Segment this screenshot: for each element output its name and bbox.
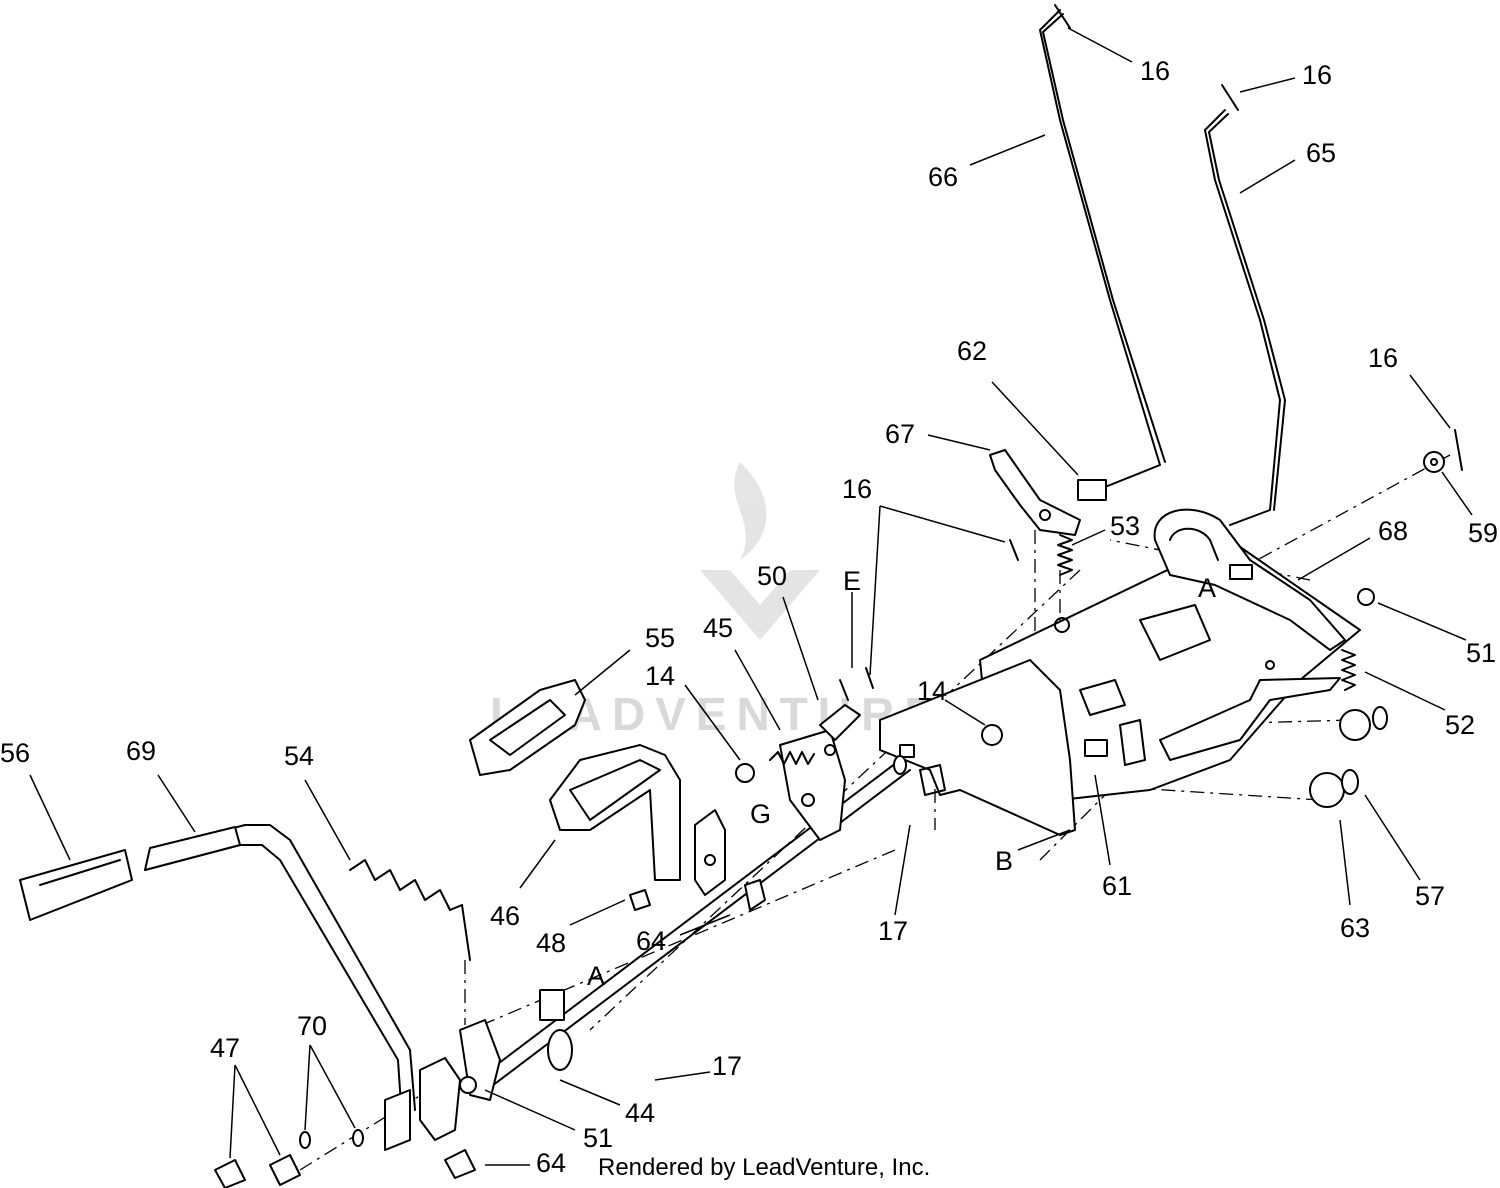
shaft-44	[469, 755, 911, 1096]
callout-67: 67	[885, 419, 915, 449]
leader-lines	[29, 27, 1473, 1166]
callout-47: 47	[210, 1033, 240, 1063]
callout-E: E	[843, 566, 861, 596]
callout-50: 50	[757, 561, 787, 591]
callout-A-lower: A	[587, 961, 605, 991]
callout-labels: 16 16 66 65 62 67 53 16 59 68 A 51 52 E …	[0, 56, 1498, 1178]
callout-61: 61	[1102, 871, 1132, 901]
callout-44: 44	[625, 1098, 655, 1128]
link-plate	[629, 809, 766, 911]
callout-48: 48	[536, 928, 566, 958]
callout-54: 54	[284, 741, 314, 771]
pedal-pad-55	[469, 679, 586, 776]
callout-66: 66	[928, 162, 958, 192]
callout-64-upper: 64	[636, 926, 666, 956]
grip-56	[19, 849, 133, 921]
callout-A-upper: A	[1198, 573, 1216, 603]
spring-54	[349, 859, 471, 961]
pedal-46	[549, 744, 681, 881]
callout-51-lower: 51	[583, 1123, 613, 1153]
bolt-50	[819, 704, 861, 741]
callout-51-right: 51	[1466, 638, 1496, 668]
control-rod-65	[1204, 84, 1286, 526]
callout-63: 63	[1340, 913, 1370, 943]
lever-69	[144, 824, 416, 1151]
callout-14-left: 14	[645, 661, 675, 691]
callout-65: 65	[1306, 138, 1336, 168]
linkage-arm-61	[1084, 677, 1341, 766]
callout-16-top-left: 16	[1140, 56, 1170, 86]
spring-52	[1341, 649, 1356, 691]
callout-59: 59	[1468, 518, 1498, 548]
callout-14-right: 14	[917, 676, 947, 706]
hardware-right	[1309, 451, 1445, 808]
callout-57: 57	[1415, 881, 1445, 911]
callout-70: 70	[297, 1011, 327, 1041]
callout-69: 69	[126, 736, 156, 766]
watermark-logo	[700, 462, 820, 640]
callout-17-upper: 17	[878, 916, 908, 946]
callout-62: 62	[957, 336, 987, 366]
nuts-14	[735, 724, 1003, 783]
lever-67	[989, 449, 1107, 536]
pivot-bracket	[419, 1019, 501, 1179]
callout-68: 68	[1378, 516, 1408, 546]
callout-55: 55	[645, 623, 675, 653]
hardware-left	[214, 1129, 364, 1188]
plate-45	[779, 729, 846, 841]
callout-64-lower: 64	[536, 1148, 566, 1178]
callout-52: 52	[1445, 710, 1475, 740]
spring-53	[1057, 534, 1073, 576]
callout-45: 45	[703, 613, 733, 643]
control-rod-66	[1039, 4, 1166, 496]
arm-68	[1153, 508, 1346, 651]
callout-56: 56	[0, 738, 30, 768]
return-spring-small	[769, 751, 815, 765]
callout-G: G	[750, 799, 771, 829]
callout-16-center: 16	[842, 474, 872, 504]
callout-46: 46	[490, 901, 520, 931]
cotter-pins-16	[839, 429, 1463, 701]
callout-B: B	[995, 846, 1013, 876]
callout-53: 53	[1110, 511, 1140, 541]
callout-17-lower: 17	[712, 1051, 742, 1081]
callout-16-top-right: 16	[1302, 60, 1332, 90]
side-bracket	[879, 659, 1076, 836]
callout-16-right: 16	[1368, 343, 1398, 373]
render-credit: Rendered by LeadVenture, Inc.	[598, 1154, 930, 1181]
